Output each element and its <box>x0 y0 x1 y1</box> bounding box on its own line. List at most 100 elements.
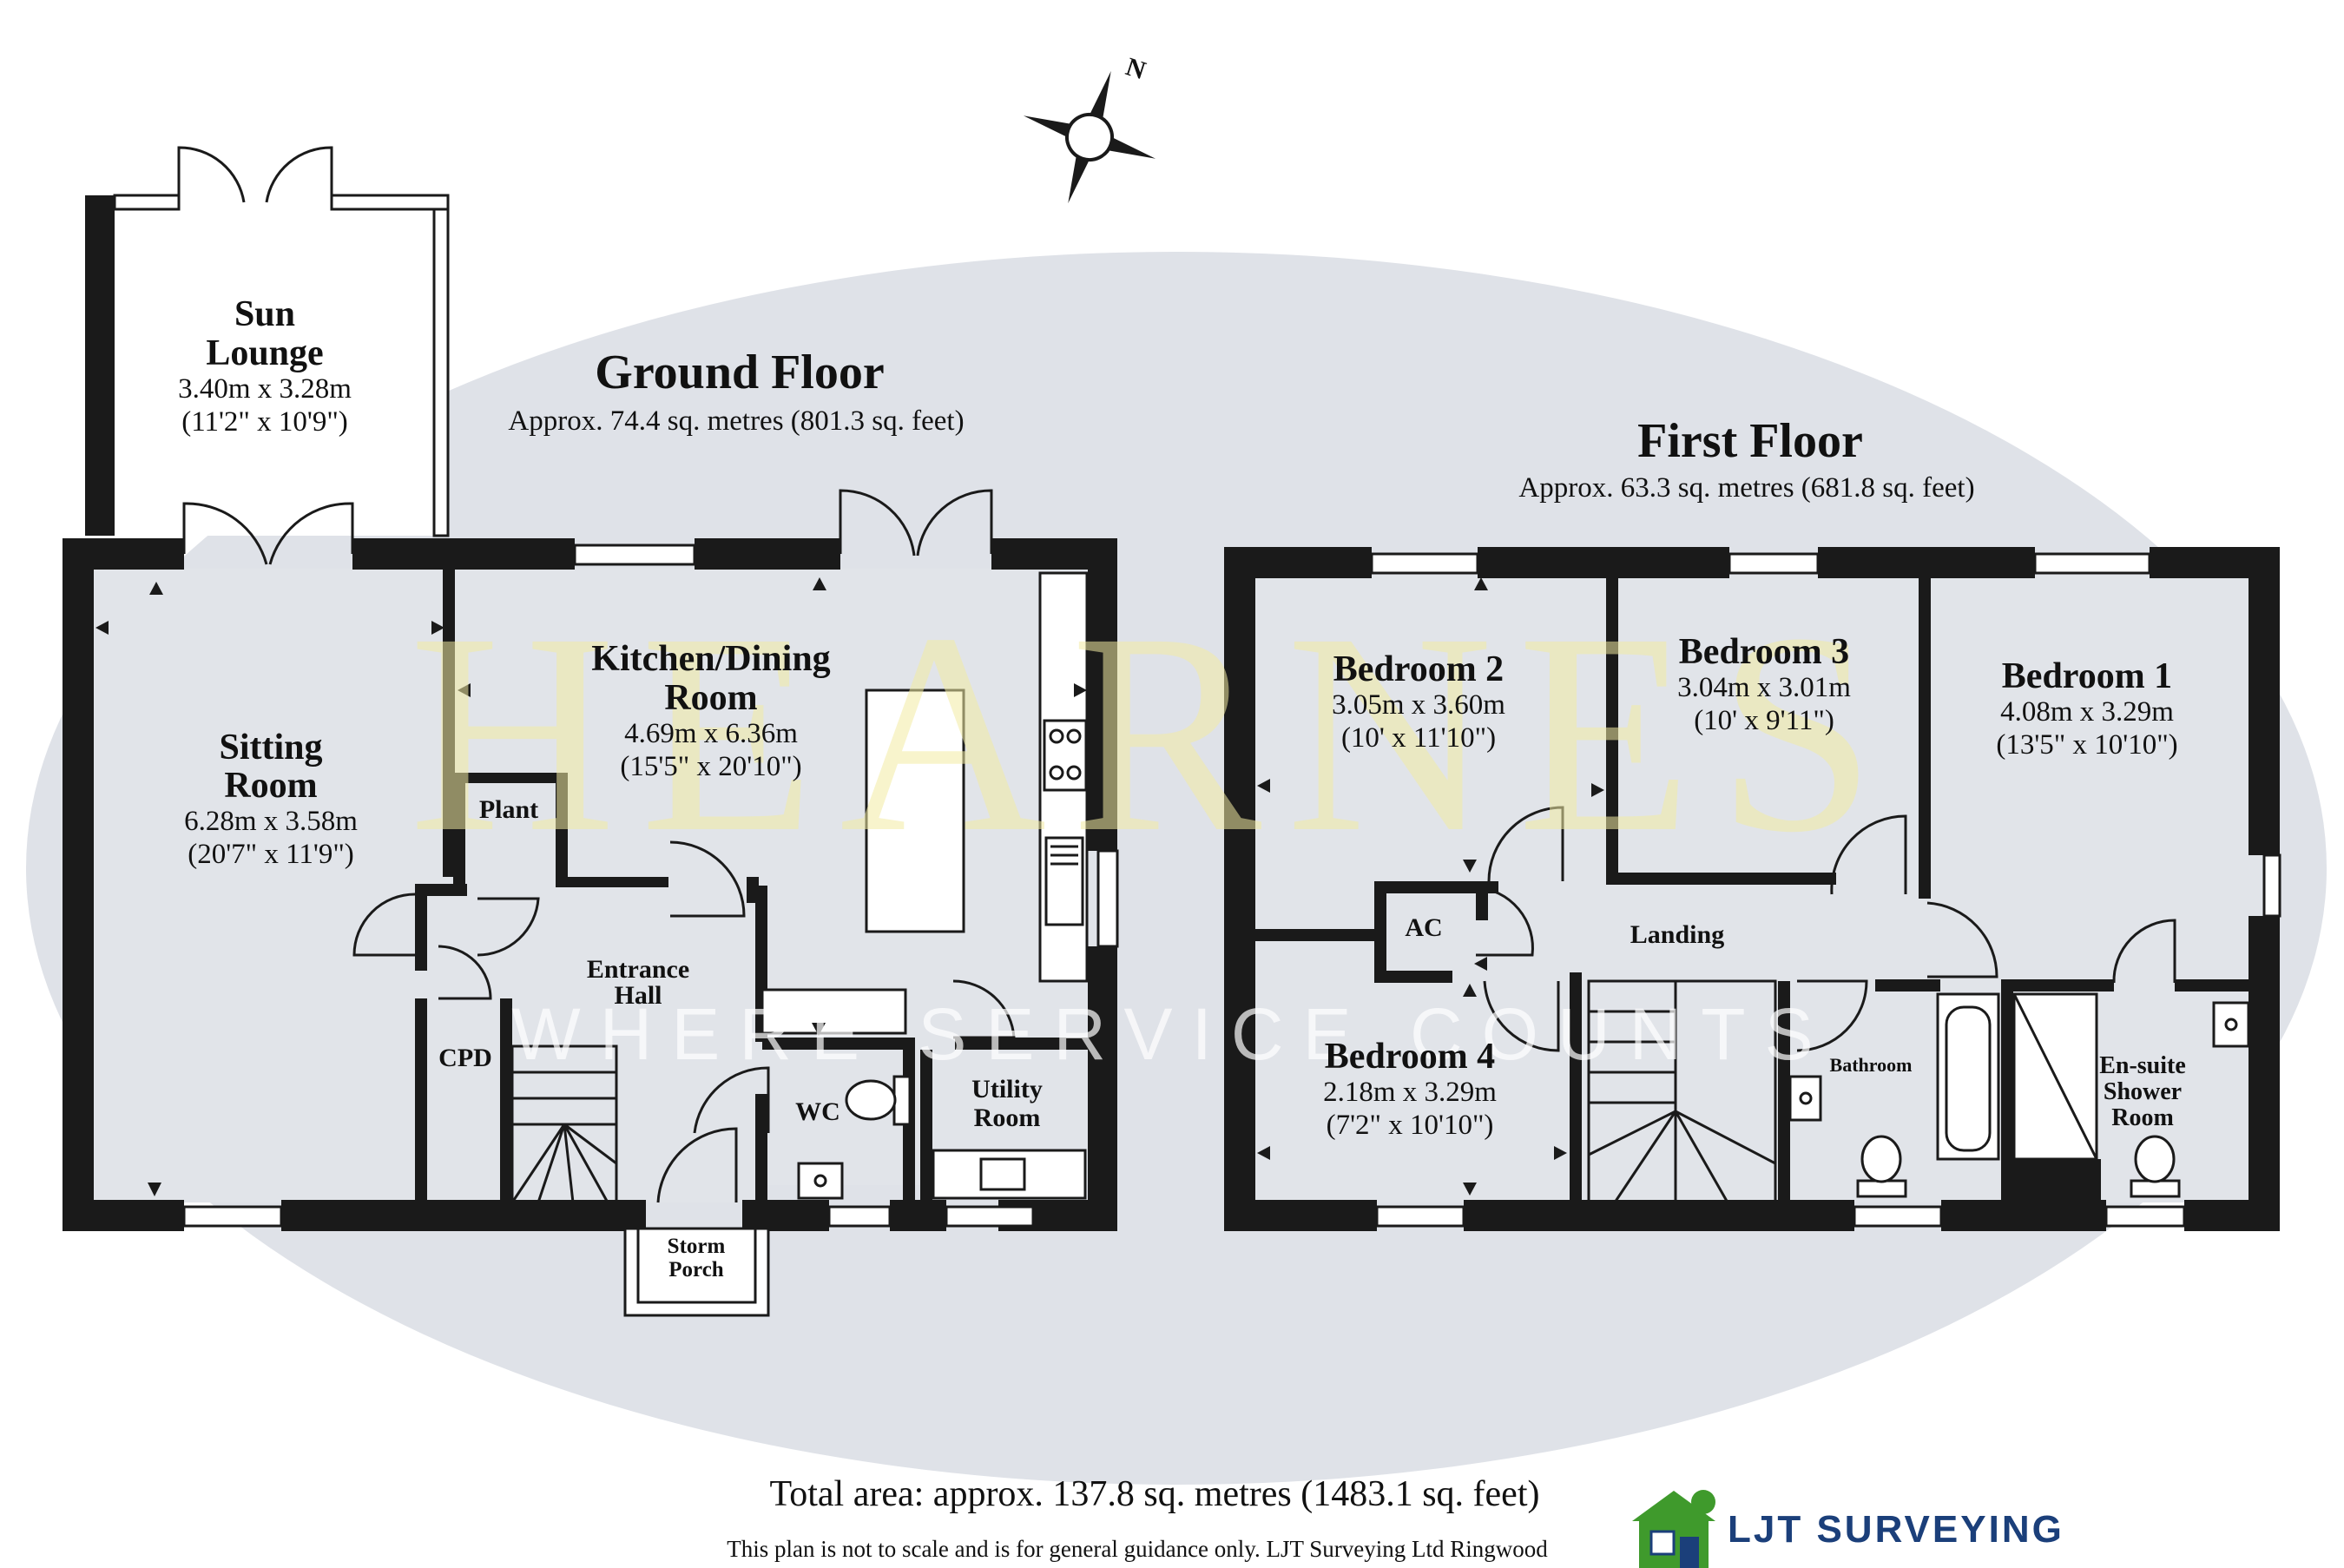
utility-top-wall <box>955 1038 1094 1050</box>
arrow-bed4-left <box>1257 1146 1270 1160</box>
sun-lounge-fill <box>115 195 436 536</box>
ensuite-toilet-icon <box>2130 1135 2181 1198</box>
arrow-bed4-bottom <box>1463 1183 1477 1196</box>
arrow-kitchen-right <box>1074 683 1087 697</box>
wc-door <box>693 1066 770 1134</box>
kitchen-right-wall-a <box>1088 538 1117 851</box>
wc-left-wall <box>755 1094 767 1207</box>
sitting-room-imperial: (20'7" x 11'9") <box>188 839 354 870</box>
plant-label: Plant <box>479 795 538 824</box>
kitchen-island <box>865 688 965 933</box>
bath-bottom-block <box>2005 1159 2101 1202</box>
bathroom-toilet-icon <box>1856 1135 1907 1198</box>
wc-basin-icon <box>797 1162 844 1200</box>
sun-lounge-metric: 3.40m x 3.28m <box>178 373 352 405</box>
sun-lounge-french-doors <box>177 146 333 203</box>
bath-ensuite-wall <box>2001 979 2013 1201</box>
wc-window <box>827 1205 892 1228</box>
bed4-right-wall <box>1570 972 1582 1202</box>
sun-lounge-window-right <box>432 208 450 537</box>
watermark-brand: HEARNES <box>409 575 1900 892</box>
sitting-kitchen-partition <box>443 569 455 877</box>
house-logo-icon <box>1632 1490 1715 1568</box>
sitting-room-french-doors <box>182 502 354 565</box>
disclaimer: This plan is not to scale and is for gen… <box>727 1536 1548 1562</box>
arrow-sun-lounge <box>149 582 163 595</box>
compass-north-label: N <box>1123 52 1149 85</box>
logo-text: LJT SURVEYING <box>1728 1508 2064 1551</box>
cpd-wall-left-lower <box>415 998 427 1207</box>
first-floor-title: First Floor <box>1637 414 1863 468</box>
ground-floor-area: Approx. 74.4 sq. metres (801.3 sq. feet) <box>508 405 964 437</box>
ac-label: AC <box>1405 913 1442 942</box>
kitchen-window-top <box>573 544 696 566</box>
storm-porch-inner <box>636 1227 757 1304</box>
bedroom4-window <box>1375 1205 1465 1228</box>
sun-lounge-left-wall <box>85 195 115 536</box>
bed3-bottom-wall <box>1606 873 1836 885</box>
bathroom-window <box>1853 1205 1943 1228</box>
arrow-ac-top <box>1463 860 1477 873</box>
sitting-room-fill <box>92 569 452 1202</box>
gf-bottom-wall-2 <box>281 1200 646 1231</box>
ff-top-wall-a <box>1224 547 1372 578</box>
cpd-wall-left <box>415 884 427 971</box>
ff-bottom-wall-d <box>2184 1200 2280 1231</box>
cpd-wall-top <box>415 884 467 896</box>
sitting-room-name-1: Sitting <box>219 728 322 768</box>
arrow-kitchen-left <box>458 683 471 697</box>
arrow-bed4-right <box>1554 1146 1567 1160</box>
bed2-bottom-wall-b <box>1255 929 1377 941</box>
bedroom4-name: Bedroom 4 <box>1325 1037 1495 1077</box>
arrow-kitchen-top <box>813 577 826 590</box>
arrow-kitchen-bottom <box>812 1023 826 1036</box>
bedroom2-door <box>1487 806 1564 882</box>
bedroom2-window <box>1370 552 1479 575</box>
arrow-sitting-left <box>95 621 109 635</box>
ac-left-wall <box>1374 881 1386 981</box>
cpd-label: CPD <box>438 1044 492 1072</box>
ac-door <box>1475 886 1534 957</box>
hall-fill <box>425 886 764 1202</box>
hall-unit <box>760 988 907 1035</box>
cpd-door <box>438 945 492 1000</box>
bath-top-wall <box>1875 979 1940 992</box>
sitting-room-name-2: Room <box>224 766 317 806</box>
ground-floor-title: Ground Floor <box>595 346 884 399</box>
bedroom3-metric: 3.04m x 3.01m <box>1677 672 1851 703</box>
ensuite-door <box>2112 919 2176 984</box>
kitchen-top-wall-a <box>453 538 575 570</box>
ac-right-wall <box>1476 886 1488 920</box>
ground-stairs <box>510 1044 618 1204</box>
plant-top-wall <box>453 773 566 783</box>
hob-icon <box>1043 719 1088 792</box>
utility-left-wall <box>920 1050 932 1206</box>
cpd-wall-right <box>500 998 512 1207</box>
kitchen-right-wall-b <box>1088 946 1117 1231</box>
gf-top-wall-mid <box>352 538 453 570</box>
kitchen-name-1: Kitchen/Dining <box>591 639 830 679</box>
bed3-bed1-wall <box>1919 573 1931 899</box>
ensuite-top-wall-b <box>2175 979 2253 992</box>
bed2-bottom-wall <box>1377 881 1498 893</box>
first-floor-area: Approx. 63.3 sq. metres (681.8 sq. feet) <box>1518 472 1974 504</box>
ac-bottom-wall <box>1374 971 1452 983</box>
gf-bottom-wall-4 <box>890 1200 946 1231</box>
first-floor <box>1224 547 2281 1231</box>
hall-door <box>477 897 540 957</box>
front-door <box>656 1127 738 1203</box>
ensuite-top-wall <box>2001 979 2114 992</box>
arrow-bed2-top <box>1474 577 1488 590</box>
utility-name-2: Room <box>974 1104 1041 1132</box>
plant-left-wall <box>453 773 465 894</box>
entrance-hall-name-1: Entrance <box>587 955 689 984</box>
bedroom1-door <box>1926 901 1998 978</box>
shower-icon <box>2012 992 2098 1161</box>
sun-lounge-window-top-left <box>113 194 181 211</box>
bathtub-icon <box>1936 992 2000 1161</box>
sun-lounge-name-2: Lounge <box>206 333 323 373</box>
bedroom4-imperial: (7'2" x 10'10") <box>1327 1110 1494 1141</box>
arrow-ac-right <box>1474 957 1487 971</box>
kitchen-imperial: (15'5" x 20'10") <box>620 751 801 782</box>
